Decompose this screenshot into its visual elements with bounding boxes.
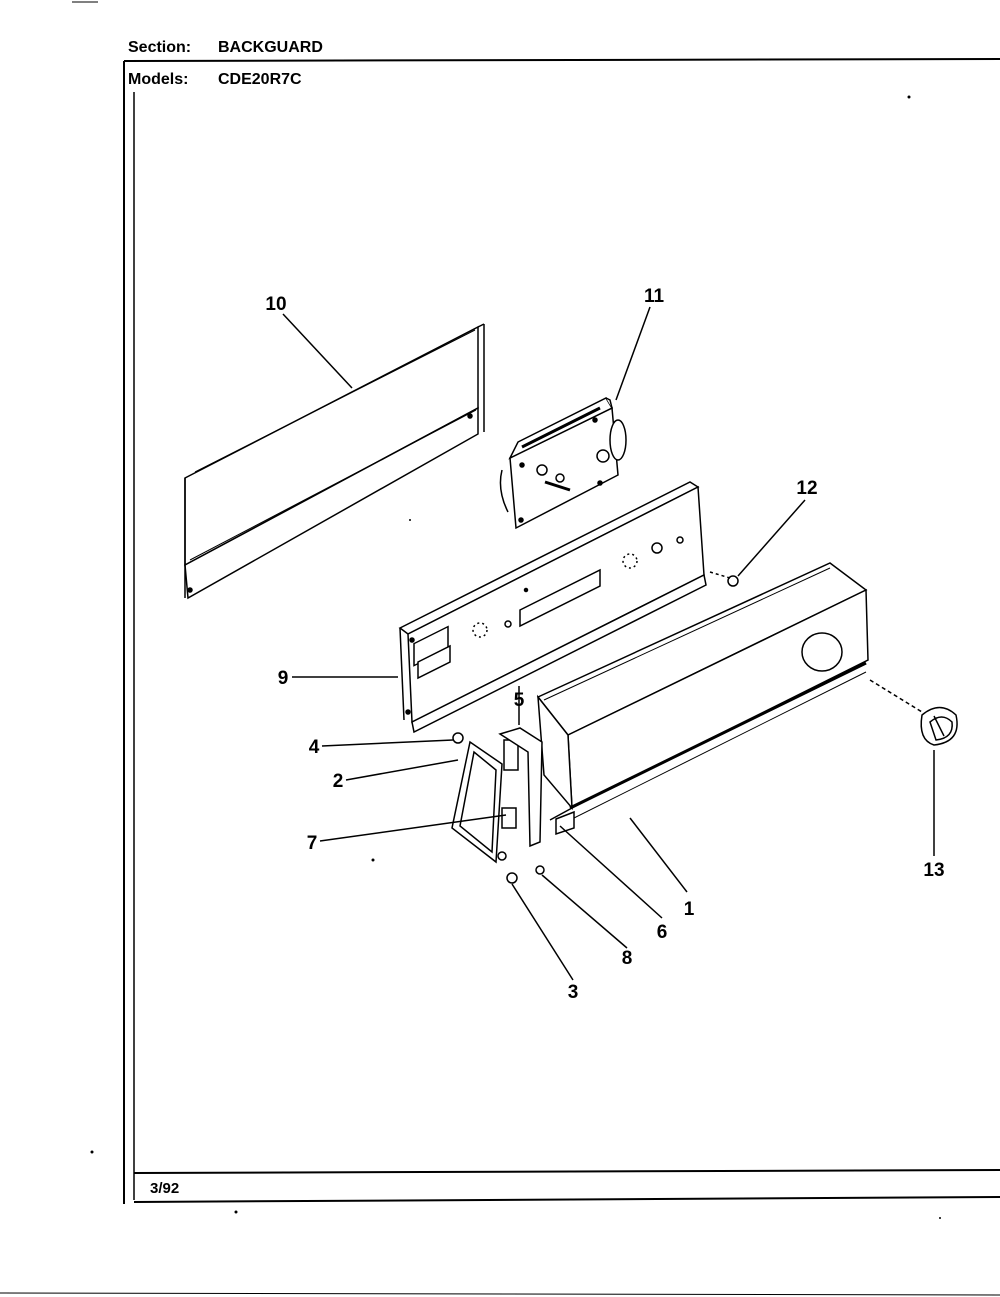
part-5-strip: [498, 727, 545, 884]
part-9-control-panel: [398, 481, 707, 734]
callout-11: 11: [644, 286, 665, 307]
callout-4: 4: [309, 737, 320, 758]
callout-13: 13: [923, 860, 944, 881]
footer-date: 3/92: [150, 1180, 180, 1197]
models-value: CDE20R7C: [218, 71, 302, 88]
models-label: Models:: [128, 71, 189, 88]
callout-3: 3: [568, 982, 579, 1003]
callout-9: 9: [278, 668, 289, 689]
callout-10: 10: [265, 294, 286, 315]
part-1-backguard-housing: [536, 562, 869, 836]
part-2-bracket: [451, 732, 519, 864]
part-13-knob: [920, 706, 958, 746]
models-row: Models: CDE20R7C: [128, 71, 302, 89]
callout-12: 12: [796, 478, 817, 499]
callout-2: 2: [333, 771, 344, 792]
section-row: Section: BACKGUARD: [128, 39, 323, 57]
section-label: Section:: [128, 39, 192, 56]
leader-lines: [282, 306, 935, 981]
part-11-timer: [499, 397, 627, 530]
callouts: 10 11 12 9 5 4 2 7 13 1 6 8 3: [265, 286, 944, 1003]
scan-specks: [90, 95, 941, 1219]
callout-1: 1: [684, 899, 695, 920]
callout-8: 8: [622, 948, 633, 969]
part-12-screw: [709, 571, 739, 587]
callout-5: 5: [514, 690, 525, 711]
callout-6: 6: [657, 922, 668, 943]
part-10-rear-panel: [184, 323, 485, 600]
callout-7: 7: [307, 833, 318, 854]
section-value: BACKGUARD: [218, 39, 323, 56]
